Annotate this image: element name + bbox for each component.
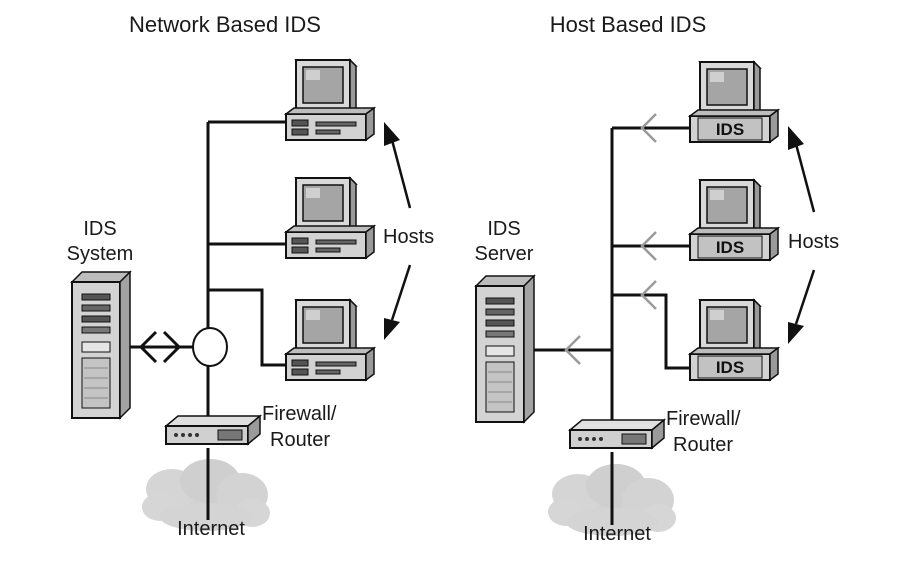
network-ids-system-server-icon (71, 271, 131, 419)
network-ids-label-line2: System (67, 243, 134, 265)
host-traffic-arrow-icons (564, 113, 657, 365)
host-ids-label-line1: IDS (487, 218, 520, 240)
network-hosts-arrows-icon (384, 122, 412, 340)
network-firewall-label-line1: Firewall/ (262, 403, 337, 425)
network-wiring (126, 120, 288, 520)
host-computer-with-ids-icon: IDS (689, 299, 779, 381)
host-wiring (528, 126, 692, 525)
host-ids-server-icon (475, 275, 535, 423)
network-ids-label-line1: IDS (83, 218, 116, 240)
host-computer-with-ids-icon: IDS (689, 61, 779, 143)
host-ids-badge: IDS (716, 238, 744, 257)
network-ids-panel: Network Based IDS Internet IDS System (67, 12, 434, 540)
host-firewall-label-line2: Router (673, 434, 733, 456)
host-ids-badge: IDS (716, 358, 744, 377)
host-ids-title: Host Based IDS (550, 12, 707, 37)
network-bidirectional-arrow-icon (138, 330, 182, 364)
host-firewall-router-icon (569, 419, 665, 449)
host-computer-with-ids-icon: IDS (689, 179, 779, 261)
network-ids-title: Network Based IDS (129, 12, 321, 37)
network-host-computer-icon (285, 59, 375, 141)
network-sensor-tap-icon (192, 327, 228, 367)
network-host-computer-icon (285, 177, 375, 259)
host-firewall-label-line1: Firewall/ (666, 408, 741, 430)
host-ids-panel: Host Based IDS Internet IDS Server (475, 12, 840, 545)
network-internet-label: Internet (177, 518, 245, 540)
host-internet-label: Internet (583, 523, 651, 545)
network-firewall-router-icon (165, 415, 261, 445)
network-firewall-label-line2: Router (270, 429, 330, 451)
host-ids-label-line2: Server (475, 243, 534, 265)
host-ids-badge: IDS (716, 120, 744, 139)
host-hosts-label: Hosts (788, 231, 839, 253)
host-hosts-arrows-icon (788, 126, 816, 344)
network-hosts-label: Hosts (383, 226, 434, 248)
network-host-computer-icon (285, 299, 375, 381)
